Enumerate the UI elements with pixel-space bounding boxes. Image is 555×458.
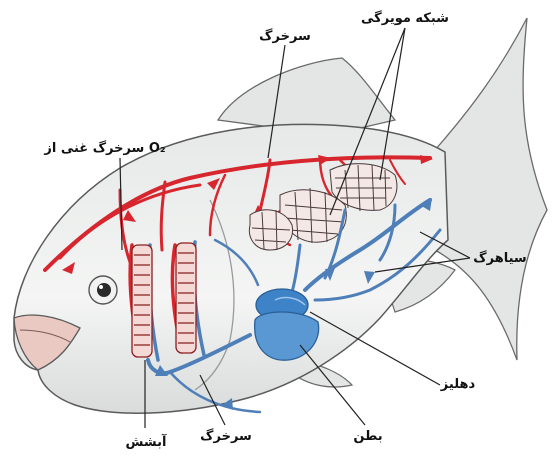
label-artery-top: سرخرگ	[259, 27, 311, 44]
label-atrium: دهلیز	[440, 377, 476, 392]
label-artery-bottom: سرخرگ	[200, 427, 252, 444]
label-vein: سیاهرگ	[473, 249, 526, 266]
label-capillary-network: شبکه مویرگی	[361, 10, 449, 26]
gill-arch-1	[132, 245, 152, 357]
dorsal-fin	[218, 58, 395, 135]
label-oxygen-rich-artery: سرخرگ غنی از O₂	[43, 139, 165, 156]
label-gills: آبشش	[126, 433, 167, 450]
tail-fin	[435, 18, 547, 360]
gill-arch-2	[176, 243, 196, 353]
label-ventricle: بطن	[353, 429, 382, 444]
